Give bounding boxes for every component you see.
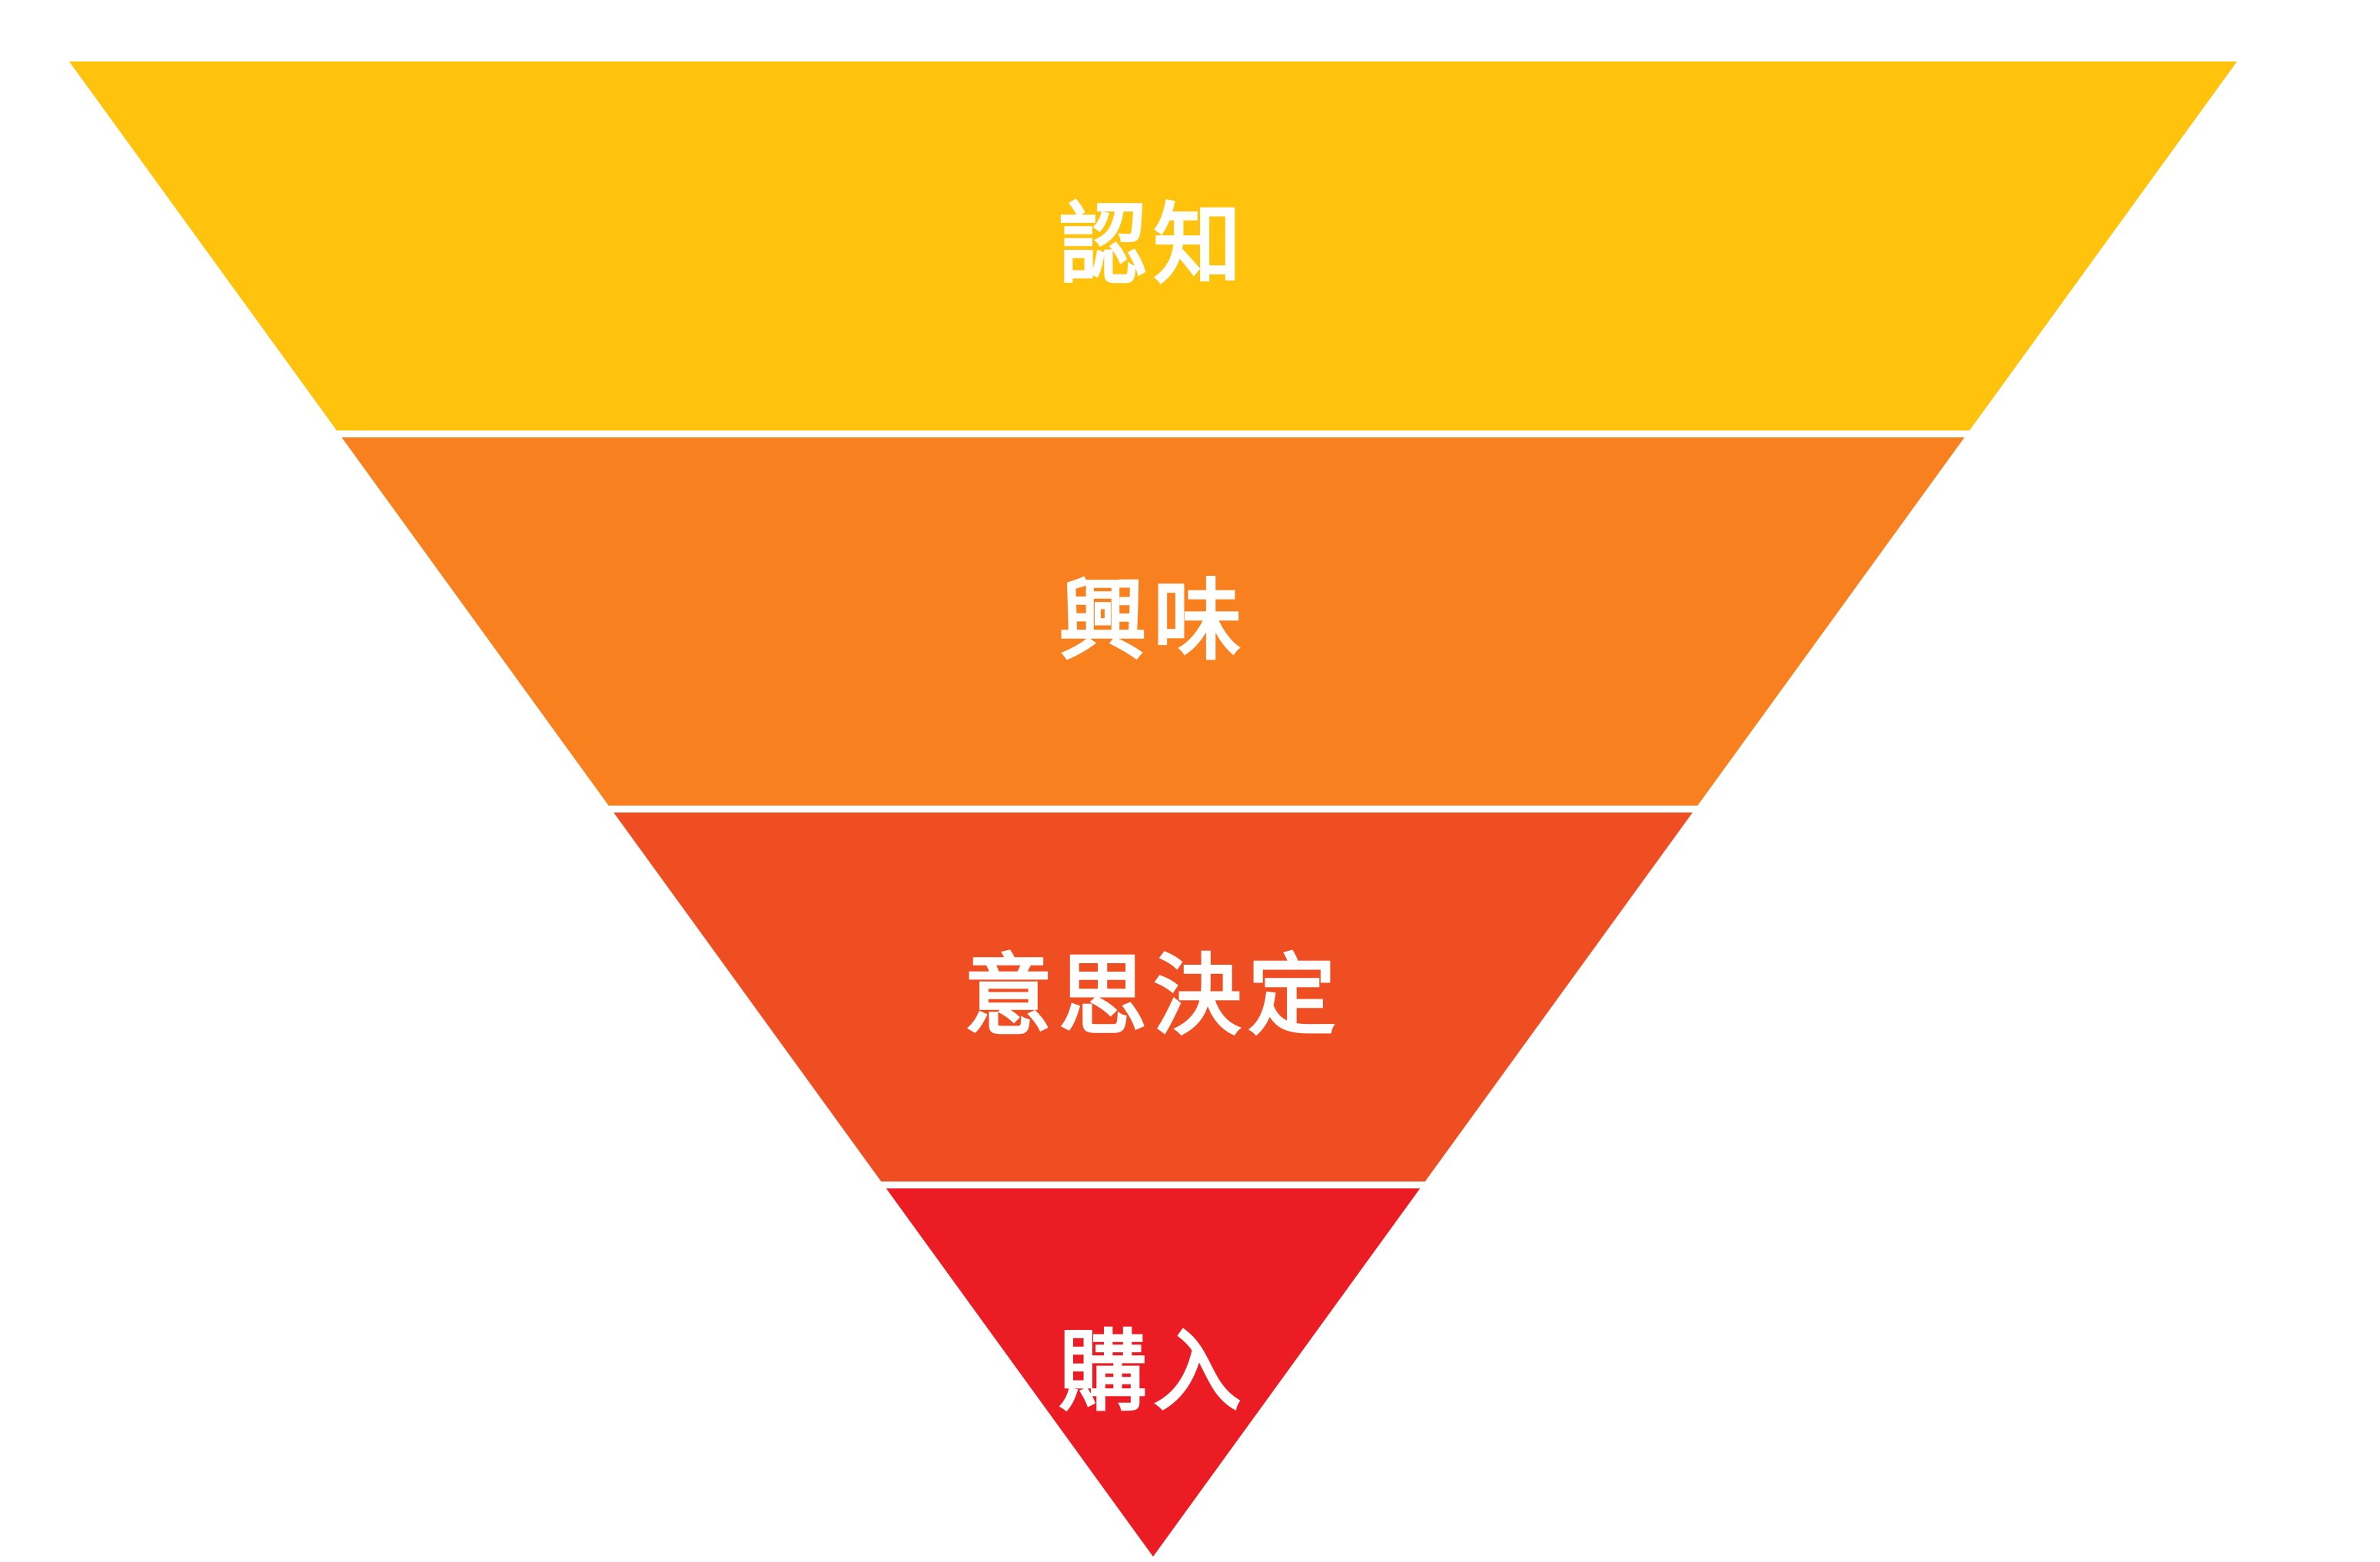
funnel-stage-awareness-label: 認知 <box>1058 196 1248 295</box>
funnel-stage-decision-label: 意思決定 <box>963 947 1342 1046</box>
funnel-stage-purchase-label: 購入 <box>1058 1322 1248 1421</box>
funnel-diagram: 認知 興味 意思決定 購入 <box>69 61 2237 1557</box>
funnel-stage-awareness: 認知 <box>69 61 2237 430</box>
funnel-stage-decision: 意思決定 <box>69 813 2237 1181</box>
funnel-stage-purchase: 購入 <box>69 1188 2237 1557</box>
funnel-stage-interest-label: 興味 <box>1058 571 1248 670</box>
funnel-stage-interest: 興味 <box>69 437 2237 806</box>
